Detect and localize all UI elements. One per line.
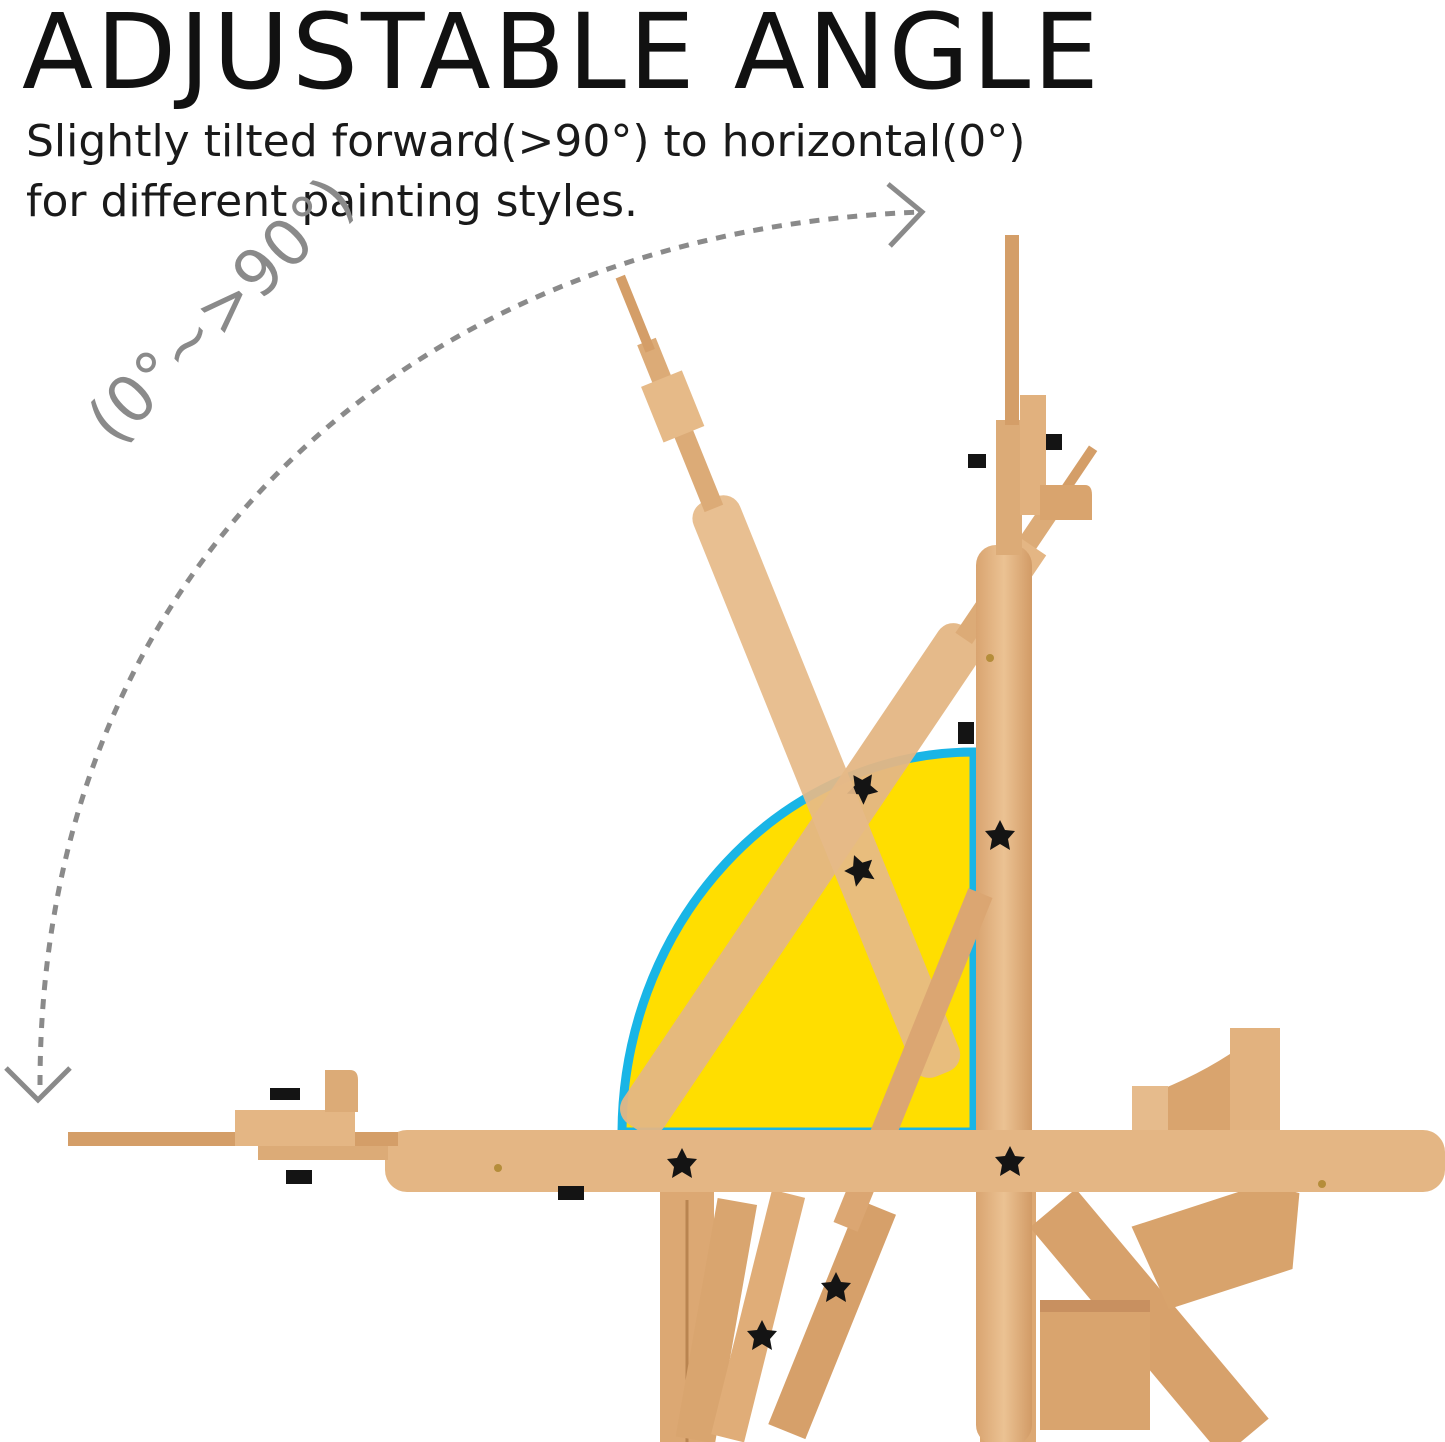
arrow-head-bottom-icon: [4, 1066, 72, 1104]
page-title: ADJUSTABLE ANGLE: [22, 0, 1102, 113]
easel-mast-horizontal: [68, 1070, 1445, 1200]
easel-mast-tilted-65: [615, 274, 961, 1078]
easel-mast-vertical: [958, 235, 1092, 1442]
easel-tray: [1131, 1028, 1300, 1310]
arrow-head-top-icon: [886, 182, 926, 248]
description-line-2: for different painting styles.: [26, 176, 639, 227]
description-line-1: Slightly tilted forward(>90°) to horizon…: [26, 116, 1026, 167]
dashed-arc-arrow: [37, 209, 923, 1086]
